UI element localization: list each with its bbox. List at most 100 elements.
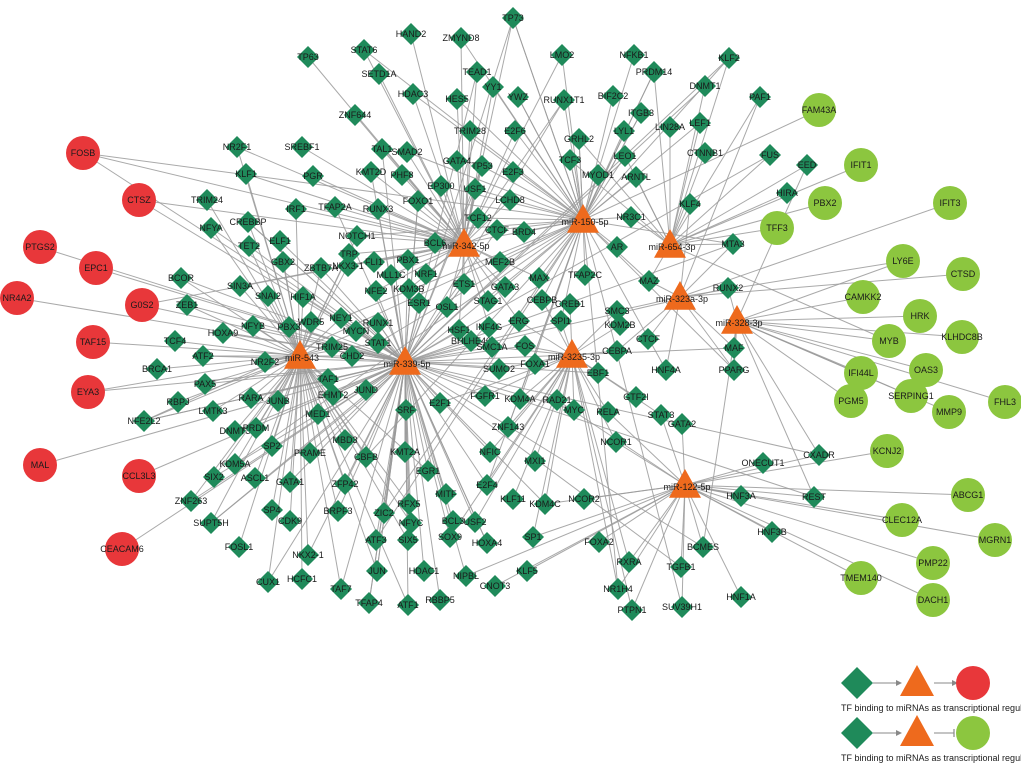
tf-node-maf[interactable]: MAF	[723, 337, 745, 359]
tf-node-ctcf[interactable]: CTCF	[485, 219, 509, 241]
tf-node-zic2[interactable]: ZIC2	[373, 502, 395, 524]
tf-node-klf2[interactable]: KLF2	[718, 47, 740, 69]
tf-node-hoxa9[interactable]: HOXA9	[208, 322, 239, 344]
tf-node-hsf1[interactable]: HSF1	[447, 319, 471, 341]
tf-node-tp63[interactable]: TP63	[297, 46, 319, 68]
tf-node-med1[interactable]: MED1	[305, 403, 331, 425]
up-mrna-node-g0s2[interactable]: G0S2	[125, 288, 159, 322]
up-mrna-node-ptgs2[interactable]: PTGS2	[23, 230, 57, 264]
tf-node-creb1[interactable]: CREB1	[555, 293, 585, 315]
tf-node-nr3c1[interactable]: NR3C1	[616, 206, 646, 228]
tf-node-hoxa4[interactable]: HOXA4	[472, 532, 503, 554]
up-mrna-node-taf15[interactable]: TAF15	[76, 325, 110, 359]
tf-node-inf4g[interactable]: INF4G	[476, 316, 503, 338]
tf-node-tcf4[interactable]: TCF4	[164, 330, 187, 352]
tf-node-ebf1[interactable]: EBF1	[587, 362, 610, 384]
tf-node-lin28a[interactable]: LIN28A	[655, 116, 685, 138]
tf-node-kdm2b[interactable]: KDM2B	[604, 314, 636, 336]
tf-node-ehmt2[interactable]: EHMT2	[318, 384, 349, 406]
tf-node-nfic[interactable]: NFIC	[479, 441, 501, 463]
tf-node-srebf1[interactable]: SREBF1	[284, 136, 320, 158]
tf-node-ep300[interactable]: EP300	[427, 175, 455, 197]
tf-node-sp2[interactable]: SP2	[261, 435, 283, 457]
tf-node-sox9[interactable]: SOX9	[438, 526, 462, 548]
tf-node-myc[interactable]: MYC	[563, 399, 585, 421]
tf-node-mta3[interactable]: MTA3	[721, 233, 745, 255]
down-mrna-node-ctsd[interactable]: CTSD	[946, 257, 980, 291]
tf-node-wdr5[interactable]: WDR5	[298, 311, 325, 333]
tf-node-lmtk3[interactable]: LMTK3	[198, 400, 228, 422]
tf-node-pbx1[interactable]: PBX1	[396, 249, 420, 271]
mirna-node-mir-328-3p[interactable]: miR-328-3p	[715, 305, 763, 334]
down-mrna-node-ifit3[interactable]: IFIT3	[933, 186, 967, 220]
tf-node-rad21[interactable]: RAD21	[542, 389, 572, 411]
tf-node-chd2[interactable]: CHD2	[340, 345, 365, 367]
down-mrna-node-kcnj2[interactable]: KCNJ2	[870, 434, 904, 468]
tf-node-gtf2i[interactable]: GTF2I	[623, 386, 649, 408]
tf-node-notch1[interactable]: NOTCH1	[338, 225, 376, 247]
tf-node-tfap2a[interactable]: TFAP2A	[318, 196, 352, 218]
tf-node-bif2c2[interactable]: BIF2C2	[598, 85, 629, 107]
tf-node-brd4[interactable]: BRD4	[512, 221, 536, 243]
tf-node-fgfr1[interactable]: FGFR1	[470, 385, 500, 407]
tf-node-kdm4a[interactable]: KDM4A	[504, 388, 536, 410]
down-mrna-node-ly6e[interactable]: LY6E	[886, 244, 920, 278]
tf-node-supt5h[interactable]: SUPT5H	[193, 512, 229, 534]
tf-node-kmt2a[interactable]: KMT2A	[390, 441, 420, 463]
tf-node-lyl1[interactable]: LYL1	[613, 120, 635, 142]
tf-node-hnf3a[interactable]: HNF3A	[726, 485, 756, 507]
tf-node-itgb3[interactable]: ITGB3	[628, 102, 654, 124]
tf-node-nrf1[interactable]: NRF1	[414, 263, 438, 285]
down-mrna-node-tmem140[interactable]: TMEM140	[840, 561, 882, 595]
tf-node-usf2[interactable]: USF2	[463, 511, 487, 533]
mirna-node-mir-323a-3p[interactable]: miR-323a-3p	[656, 281, 708, 310]
tf-node-cebpa[interactable]: CEBPA	[602, 340, 632, 362]
tf-node-cdk9[interactable]: CDK9	[278, 510, 302, 532]
tf-node-rbpj[interactable]: RBPJ	[166, 391, 190, 413]
tf-node-trim28[interactable]: TRIM28	[454, 120, 486, 142]
tf-node-mycn[interactable]: MYCN	[343, 320, 370, 342]
tf-node-tgfb1[interactable]: TGFB1	[666, 556, 696, 578]
tf-node-rbbp5[interactable]: RBBP5	[425, 589, 455, 611]
tf-node-klf1[interactable]: KLF1	[235, 163, 257, 185]
up-mrna-node-nr4a2[interactable]: NR4A2	[0, 281, 34, 315]
tf-node-mef2b[interactable]: MEF2B	[485, 251, 515, 273]
tf-node-bcor[interactable]: BCOR	[168, 267, 195, 289]
down-mrna-node-fhl3[interactable]: FHL3	[988, 385, 1021, 419]
down-mrna-node-ifit1[interactable]: IFIT1	[844, 148, 878, 182]
tf-node-cux1[interactable]: CUX1	[256, 571, 280, 593]
tf-node-mll1c[interactable]: MLL1C	[376, 264, 406, 286]
tf-node-hand2[interactable]: HAND2	[396, 23, 427, 45]
tf-node-nipbl[interactable]: NIPBL	[453, 565, 479, 587]
down-mrna-node-pbx2[interactable]: PBX2	[808, 186, 842, 220]
tf-node-kmt2d[interactable]: KMT2D	[356, 161, 387, 183]
down-mrna-node-dach1[interactable]: DACH1	[916, 583, 950, 617]
tf-node-cebpb[interactable]: CEBPB	[527, 289, 558, 311]
tf-node-stag1[interactable]: STAG1	[474, 290, 503, 312]
tf-node-atf2[interactable]: ATF2	[192, 345, 214, 367]
tf-node-rara[interactable]: RARA	[238, 387, 264, 409]
down-mrna-node-fam43a[interactable]: FAM43A	[802, 93, 837, 127]
tf-node-nfyc[interactable]: NFYC	[399, 512, 424, 534]
tf-node-paf1[interactable]: PAF1	[749, 86, 771, 108]
down-mrna-node-mmp9[interactable]: MMP9	[932, 395, 966, 429]
down-mrna-node-clec12a[interactable]: CLEC12A	[882, 503, 922, 537]
tf-node-snai2[interactable]: SNAI2	[255, 285, 281, 307]
tf-node-prame[interactable]: PRAME	[294, 442, 326, 464]
tf-node-arntl[interactable]: ARNTL	[621, 166, 651, 188]
tf-node-lmo2[interactable]: LMO2	[550, 44, 575, 66]
tf-node-hnf4a[interactable]: HNF4A	[651, 359, 681, 381]
tf-node-spi1[interactable]: SPI1	[550, 310, 572, 332]
tf-node-klf11[interactable]: KLF11	[500, 488, 526, 510]
tf-node-taf7[interactable]: TAF7	[330, 578, 352, 600]
tf-node-egr1[interactable]: EGR1	[416, 460, 441, 482]
tf-node-nfyb[interactable]: NFYB	[241, 315, 265, 337]
up-mrna-node-ceacam6[interactable]: CEACAM6	[100, 532, 144, 566]
tf-node-six2[interactable]: SIX2	[203, 466, 225, 488]
down-mrna-node-oas3[interactable]: OAS3	[909, 353, 943, 387]
tf-node-nfkb1[interactable]: NFKB1	[619, 44, 649, 66]
tf-node-gata4[interactable]: GATA4	[443, 150, 471, 172]
tf-node-hes5[interactable]: HES5	[445, 88, 469, 110]
tf-node-irf1[interactable]: IRF1	[285, 198, 307, 220]
tf-node-mitf[interactable]: MITF	[435, 483, 457, 505]
